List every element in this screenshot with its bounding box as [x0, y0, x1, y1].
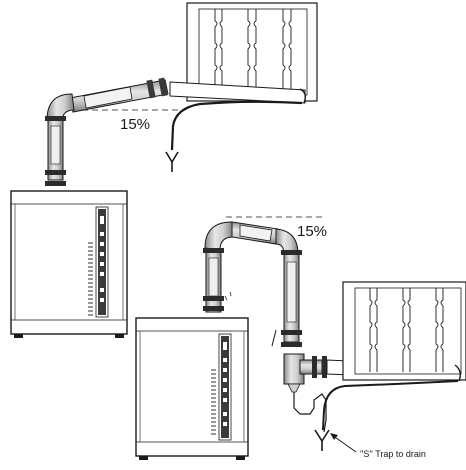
upper-drain-y-icon	[165, 151, 179, 172]
upper-steam-hose	[69, 77, 169, 113]
lower-duct-housing	[342, 281, 466, 382]
lower-tee-fitting	[283, 353, 327, 393]
lower-slope-label: 15%	[297, 223, 327, 240]
upper-vertical-hose	[45, 116, 66, 186]
lower-left-vertical-hose	[203, 248, 232, 313]
lower-steam-hose-top	[231, 221, 279, 245]
lower-left-elbow	[204, 221, 234, 251]
lower-s-trap-line	[293, 392, 327, 433]
upper-slope-label: 15%	[120, 116, 150, 133]
upper-assembly: 15%	[10, 2, 318, 338]
trap-callout-label: ''S'' Trap to drain	[360, 449, 426, 459]
upper-drain-hose	[170, 100, 303, 151]
lower-right-vertical-hose	[271, 250, 302, 347]
lower-drain-hose	[322, 380, 459, 431]
lower-humidifier-cabinet	[135, 317, 249, 460]
upper-distributor-tube	[169, 81, 307, 104]
lower-drain-y-icon	[314, 429, 330, 451]
lower-assembly: 15%	[135, 216, 466, 460]
trap-callout-arrow	[330, 433, 357, 453]
upper-humidifier-cabinet	[10, 190, 128, 338]
